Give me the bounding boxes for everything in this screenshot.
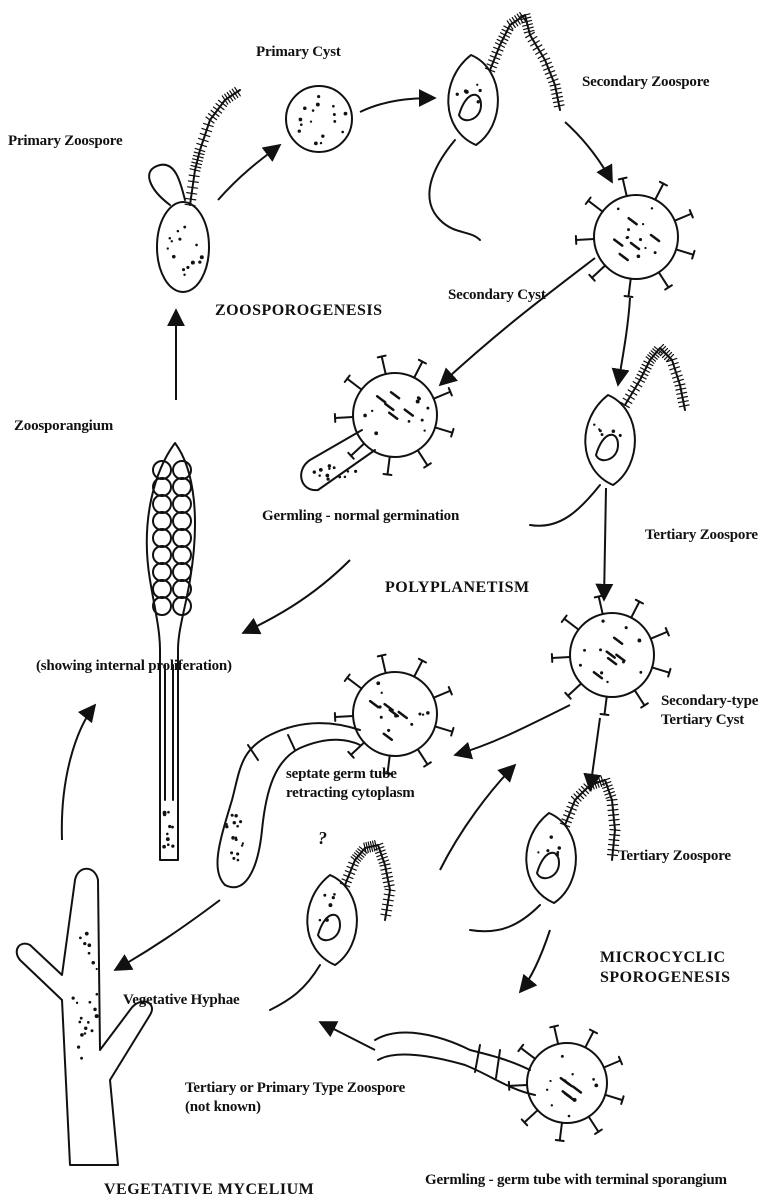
septate-germ-tube bbox=[217, 723, 360, 887]
vegetative-mycelium-hyphae bbox=[17, 869, 152, 1165]
label-zoosporogenesis: ZOOSPOROGENESIS bbox=[215, 302, 383, 319]
arrow-germling-to-unknown bbox=[320, 1022, 375, 1050]
septate-germling-cyst bbox=[335, 655, 454, 774]
label-septate-line2: retracting cytoplasm bbox=[286, 785, 415, 802]
label-septate-line1: septate germ tube bbox=[286, 766, 397, 783]
label-primary-cyst: Primary Cyst bbox=[256, 44, 341, 61]
secondary-cyst-cell bbox=[576, 178, 695, 297]
germling-normal-tube bbox=[301, 430, 375, 490]
arrow-septate-to-hyphae bbox=[115, 900, 220, 970]
germling-terminal-cyst bbox=[509, 1026, 624, 1141]
label-tertiary-or-primary-line1: Tertiary or Primary Type Zoospore bbox=[185, 1080, 405, 1097]
primary-cyst-cell bbox=[286, 86, 352, 152]
arrow-germling-to-zoosporangium bbox=[243, 560, 350, 633]
label-polyplanetism: POLYPLANETISM bbox=[385, 579, 530, 596]
arrow-primary-to-cyst bbox=[218, 145, 280, 200]
tertiary-zoospore-upper-cell bbox=[530, 344, 689, 525]
secondary-zoospore-cell bbox=[429, 13, 564, 240]
label-zoosporangium: Zoosporangium bbox=[14, 418, 113, 435]
label-tertiary-zoospore-lower: Tertiary Zoospore bbox=[618, 848, 731, 865]
arrow-cyst-to-secondary bbox=[360, 98, 435, 112]
arrow-secondary-type-to-lower bbox=[590, 718, 600, 790]
label-secondary-cyst: Secondary Cyst bbox=[448, 287, 546, 304]
zoosporangium-cell bbox=[147, 443, 195, 860]
label-vegetative-mycelium: VEGETATIVE MYCELIUM bbox=[104, 1181, 314, 1198]
tertiary-zoospore-lower-cell bbox=[470, 776, 620, 931]
germling-normal-cyst bbox=[335, 356, 454, 475]
label-microcyclic-line1: MICROCYCLIC bbox=[600, 949, 726, 966]
label-tertiary-or-primary-line2: (not known) bbox=[185, 1099, 261, 1116]
arrow-tertiary-to-secondary-type bbox=[604, 488, 606, 600]
label-secondary-type-line2: Tertiary Cyst bbox=[661, 712, 744, 729]
arrow-question-loop bbox=[440, 765, 515, 870]
label-secondary-type-line1: Secondary-type bbox=[661, 693, 758, 710]
label-question-mark: ? bbox=[318, 830, 327, 847]
arrow-secondary-zoospore-to-cyst bbox=[565, 122, 612, 182]
secondary-type-tertiary-cyst-cell bbox=[552, 596, 671, 715]
label-vegetative-hyphae: Vegetative Hyphae bbox=[123, 992, 239, 1009]
arrow-hyphae-to-sporangium bbox=[62, 705, 95, 840]
label-germling-terminal: Germling - germ tube with terminal spora… bbox=[425, 1172, 727, 1189]
arrow-secondary-type-to-septate bbox=[455, 705, 570, 755]
label-primary-zoospore: Primary Zoospore bbox=[8, 133, 122, 150]
label-tertiary-zoospore-upper: Tertiary Zoospore bbox=[645, 527, 758, 544]
arrow-secondary-cyst-to-germling bbox=[440, 258, 595, 385]
label-germling-normal: Germling - normal germination bbox=[262, 508, 459, 525]
arrow-lower-to-germling bbox=[520, 930, 550, 992]
label-microcyclic-line2: SPOROGENESIS bbox=[600, 969, 730, 986]
arrow-secondary-cyst-to-tertiary bbox=[618, 298, 630, 385]
label-secondary-zoospore: Secondary Zoospore bbox=[582, 74, 709, 91]
label-internal-proliferation: (showing internal proliferation) bbox=[36, 658, 232, 675]
unknown-zoospore-cell bbox=[270, 841, 395, 1010]
